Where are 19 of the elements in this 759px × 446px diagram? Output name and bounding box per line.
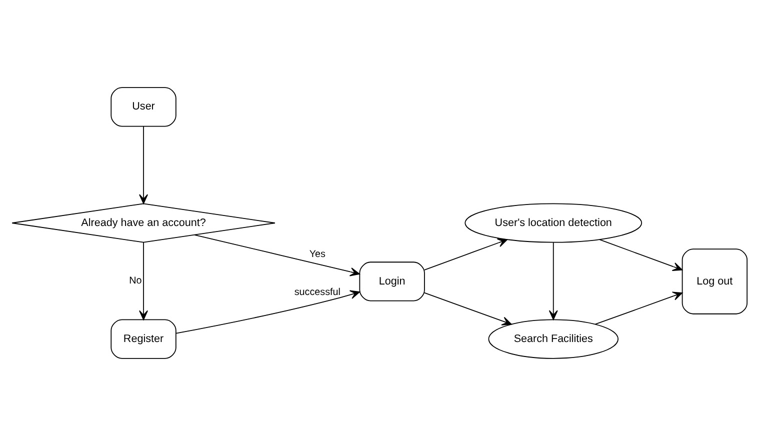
edge-label: successful — [294, 286, 340, 298]
node-box: Register — [110, 319, 176, 359]
node-ellipse: Search Facilities — [488, 319, 619, 359]
node-diamond: Already have an account? — [12, 203, 276, 243]
arrow — [599, 239, 683, 271]
edge-label: No — [129, 276, 142, 287]
node-box: Login — [359, 262, 425, 302]
arrow — [139, 242, 148, 320]
edge-label: Yes — [309, 249, 326, 260]
node-box: User — [110, 87, 176, 127]
node-box: Log out — [682, 248, 748, 314]
arrow — [194, 234, 360, 276]
arrow — [176, 290, 360, 334]
arrow — [594, 292, 683, 325]
arrow — [139, 126, 148, 204]
arrow — [424, 292, 512, 326]
arrow — [424, 238, 508, 270]
node-ellipse: User's location detection — [464, 203, 642, 243]
arrow — [548, 242, 558, 320]
